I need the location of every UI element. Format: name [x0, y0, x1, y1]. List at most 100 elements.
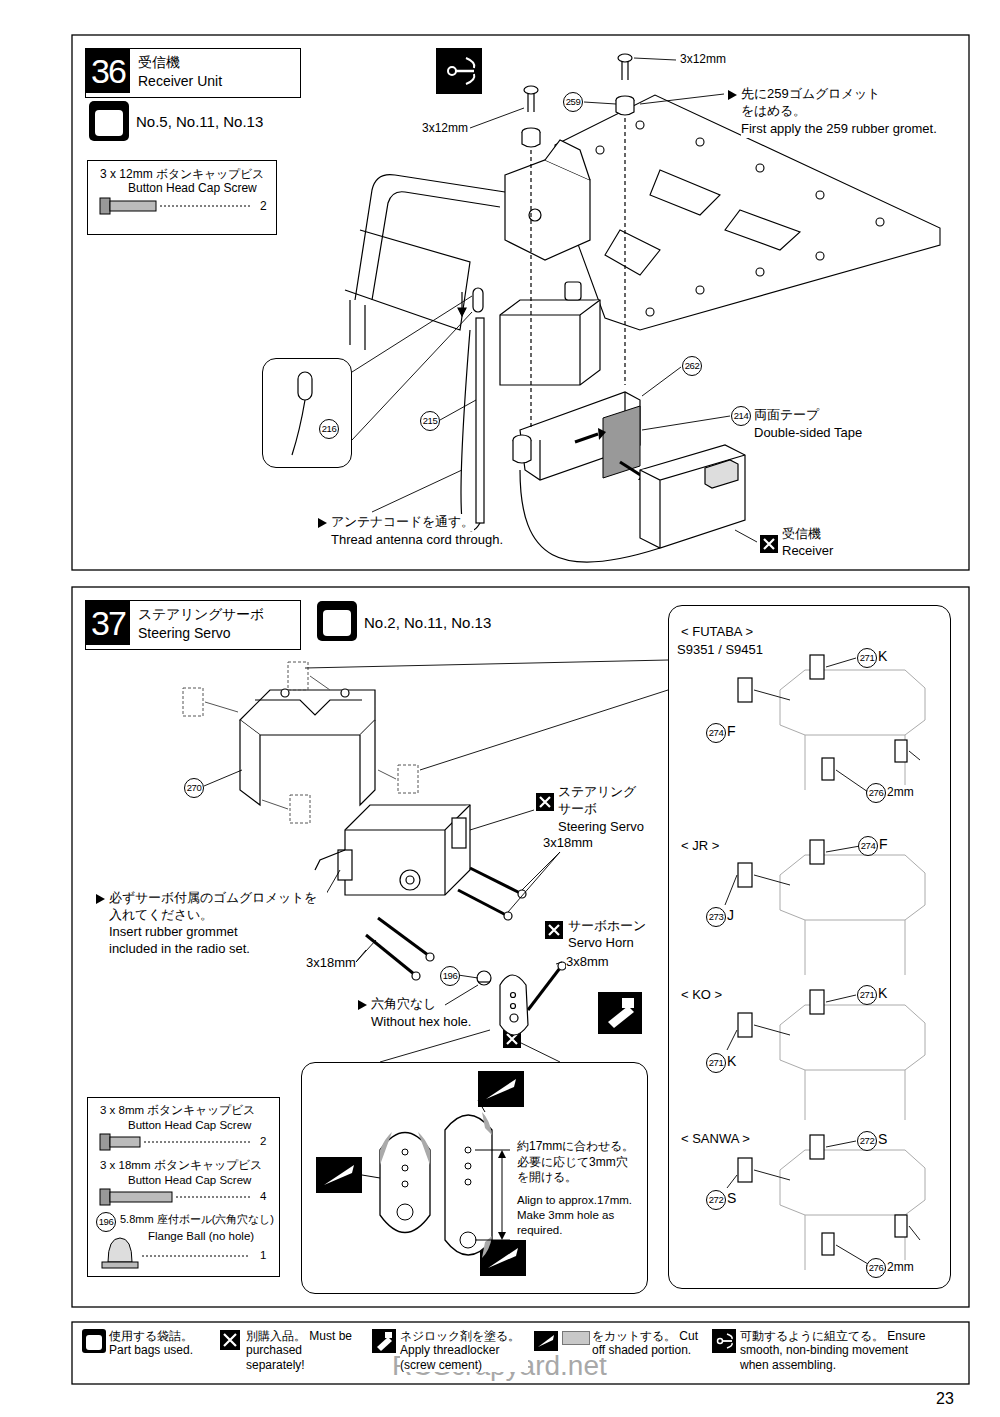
- callout-number: 214: [731, 406, 751, 426]
- pivot-icon: [436, 48, 482, 94]
- label: アンテナコードを通す。: [318, 514, 474, 531]
- purchase-icon: [536, 793, 554, 811]
- label: 両面テープ: [754, 407, 819, 424]
- screws-grommets: [528, 94, 534, 112]
- screw: [504, 912, 512, 920]
- box-text: 1: [260, 1248, 266, 1263]
- threadlocker-icon: [372, 1329, 396, 1353]
- leader-line: [380, 1030, 560, 1062]
- chassis-plate: [596, 146, 604, 154]
- purchase-icon: [224, 1334, 236, 1346]
- screws-grommets: [618, 54, 632, 62]
- mount-spacer: [895, 1215, 907, 1237]
- steering-servo: [400, 870, 420, 890]
- callout-number: 271: [857, 985, 877, 1005]
- panel-frame: [72, 1322, 969, 1384]
- label: Without hex hole.: [371, 1014, 471, 1031]
- throttle-servo: [500, 300, 600, 385]
- label: K: [727, 1052, 736, 1070]
- part-216-detail: [292, 372, 312, 455]
- callout-number: 196: [96, 1212, 116, 1232]
- mount-spacer: [810, 1135, 824, 1159]
- callout-number: 262: [682, 356, 702, 376]
- label: サーボホーン: [568, 918, 646, 935]
- leader-line: [584, 102, 616, 104]
- mount-pad: [398, 765, 418, 793]
- screws-grommets: [616, 100, 634, 115]
- leader-line: [445, 985, 478, 1005]
- servo-mount: [281, 689, 289, 697]
- cut-icon: [534, 1331, 558, 1351]
- screw-drawing: [100, 198, 110, 214]
- panel-frame: [72, 587, 969, 1307]
- leader-line: [508, 852, 560, 912]
- leader-line: [634, 58, 676, 60]
- box-text: Button Head Cap Screw: [128, 1118, 251, 1133]
- servo-mount: [341, 689, 349, 697]
- antenna-tube: [458, 288, 660, 562]
- chassis-plate: [696, 138, 704, 146]
- mount-outline: [780, 855, 925, 975]
- label: 3x12mm: [680, 52, 726, 68]
- screw-drawing: [102, 1262, 138, 1268]
- legend-swatch: [562, 1331, 590, 1345]
- leader-line: [642, 367, 681, 396]
- horn-cut-detail: [362, 1100, 500, 1255]
- horn-cut-detail: [465, 1147, 471, 1153]
- receiver-holder: [513, 392, 640, 480]
- pivot-icon: [466, 58, 474, 84]
- purchase-icon: [760, 535, 778, 553]
- label: Double-sided Tape: [754, 425, 862, 442]
- receiver: [705, 460, 738, 488]
- panel-frame: [72, 35, 969, 570]
- antenna-tube: [520, 470, 660, 562]
- box-text: 4: [260, 1189, 266, 1204]
- leader-line: [440, 400, 476, 420]
- leader-line: [725, 658, 920, 1266]
- double-sided-tape: [575, 406, 648, 480]
- pivot-icon: [727, 1334, 732, 1348]
- screw-drawing: [160, 206, 250, 207]
- purchase-icon: [540, 797, 550, 807]
- steering-servo: [452, 818, 466, 848]
- horn-cut-detail: [475, 1150, 510, 1240]
- callout-number: 274: [858, 836, 878, 856]
- mount-pad: [290, 795, 310, 823]
- horn-cut-detail: [402, 1181, 408, 1187]
- bag-icon: [82, 1329, 106, 1353]
- label: K: [878, 647, 887, 665]
- label: 3x18mm: [306, 955, 356, 972]
- bag-icon: [317, 601, 357, 641]
- step-number: 37: [86, 601, 130, 645]
- parts-box: 3 x 12mm ボタンキャップビスButton Head Cap Screw2: [87, 160, 277, 235]
- legend-text: をカットする。 Cut off shaded portion.: [592, 1329, 708, 1358]
- box-text: 2: [260, 199, 267, 215]
- bag-icon: [323, 610, 351, 636]
- legend-text: 別購入品。 Must be purchased separately!: [246, 1329, 364, 1372]
- mount-outline: [780, 1005, 925, 1120]
- callout-number: 276: [866, 783, 886, 803]
- horn-cut-detail: [402, 1149, 408, 1155]
- chassis-plate: [646, 308, 654, 316]
- chassis-plate: [876, 218, 884, 226]
- purchase-icon: [760, 535, 778, 553]
- screw-drawing: [142, 1256, 250, 1257]
- leader-line: [556, 962, 562, 964]
- box-text: Flange Ball (no hole): [148, 1229, 254, 1244]
- purchase-icon: [536, 793, 554, 811]
- chassis-plate: [636, 121, 644, 129]
- chassis-plate: [816, 191, 824, 199]
- mount-spacer: [738, 1013, 752, 1037]
- steering-servo: [345, 805, 470, 895]
- cut-icon: [324, 1165, 354, 1185]
- label: F: [879, 835, 888, 853]
- leader-line: [204, 770, 242, 786]
- antenna-tube: [461, 330, 480, 531]
- steering-servo: [345, 805, 470, 895]
- callout-number: 274: [706, 723, 726, 743]
- box-text: ステアリングサーボ: [138, 605, 264, 623]
- screw-drawing: [100, 1189, 110, 1205]
- bag-icon: [82, 1329, 106, 1353]
- cut-icon: [316, 1157, 362, 1193]
- threadlocker-icon: [372, 1329, 396, 1353]
